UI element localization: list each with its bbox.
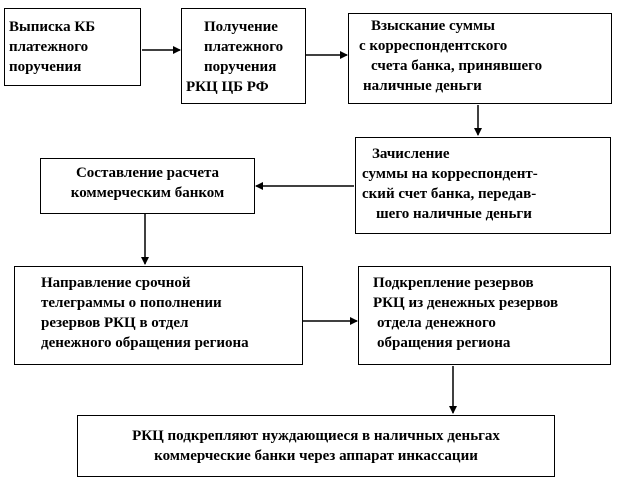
box-line: РКЦ из денежных резервов [373,295,559,311]
box-line: суммы на корреспондент- [362,166,538,182]
box-line: Составление расчета [75,165,220,181]
box-line: денежного обращения региона [41,335,249,351]
box-line: наличные деньги [363,78,482,94]
box-line: Направление срочной [41,275,191,291]
box-line: платежного [204,39,284,55]
box-line: платежного [9,39,89,55]
box-line: Выписка КБ [9,19,96,35]
box-bank-reinforcement: РКЦ подкрепляют нуждающиеся в наличных д… [77,415,555,477]
box-line: обращения региона [377,335,511,351]
box-sum-recovery: Взыскание суммы с корреспондентского сче… [348,13,612,104]
box-line: ский счет банка, передав- [362,186,537,202]
box-rkc-receipt: Получение платежного поручения РКЦ ЦБ РФ [181,8,306,104]
box-line: счета банка, принявшего [371,58,543,74]
box-line: отдела денежного [377,315,496,331]
box-line: РКЦ ЦБ РФ [186,79,269,95]
box-line: Зачисление [372,146,450,162]
box-line: телеграммы о пополнении [41,295,222,311]
box-line: поручения [204,59,277,75]
box-line: поручения [9,59,82,75]
box-line: РКЦ подкрепляют нуждающиеся в наличных д… [132,428,500,444]
box-line: Получение [204,19,278,35]
box-line: Подкрепление резервов [373,275,534,291]
box-urgent-telegram: Направление срочной телеграммы о пополне… [14,266,303,365]
box-line: шего наличные деньги [376,206,532,222]
box-line: коммерческие банки через аппарат инкасса… [154,448,478,464]
box-line: Взыскание суммы [371,18,495,34]
box-line: с корреспондентского [359,38,508,54]
box-line: резервов РКЦ в отдел [41,315,189,331]
box-settlement-compilation: Составление расчета коммерческим банком [40,158,255,214]
box-sum-crediting: Зачисление суммы на корреспондент- ский … [355,137,611,234]
box-kb-payment-extract: Выписка КБ платежного поручения [4,8,141,86]
box-line: коммерческим банком [70,185,225,201]
box-reserve-reinforcement: Подкрепление резервов РКЦ из денежных ре… [358,266,611,365]
